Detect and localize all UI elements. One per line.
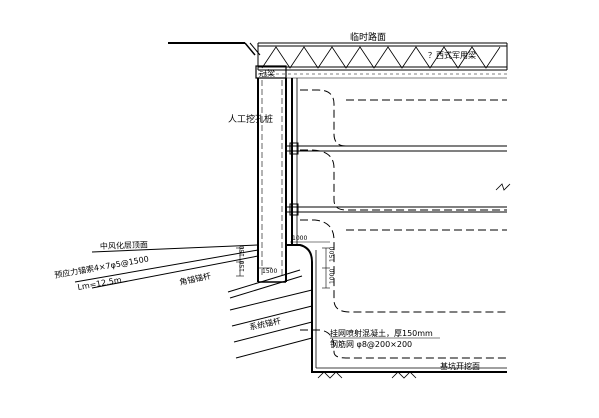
structure-outline-dashed [300, 89, 507, 359]
label-military-beam: ？西式军用梁 [428, 50, 476, 60]
prestressed-anchor-lines [74, 249, 259, 289]
ground-surface [168, 42, 261, 56]
angle-anchor-rod [227, 269, 303, 299]
label-crown-beam: 冠梁 [259, 69, 275, 78]
dim-1000-side: 1000 [329, 269, 336, 284]
label-manual-pile: 人工挖孔桩 [228, 113, 273, 125]
dim-1500-low: 1500 [262, 268, 277, 275]
break-mark-icon [495, 183, 511, 191]
dimension-marks [236, 241, 330, 289]
system-anchor-rods [229, 289, 313, 359]
horizontal-tie-rods [286, 142, 507, 216]
label-weathered-layer: 中风化层顶面 [100, 239, 148, 251]
label-pit-bottom: 基坑开挖面 [440, 361, 480, 371]
weathered-layer-line [91, 244, 259, 253]
label-mesh: 钢筋网 φ8@200×200 [330, 339, 412, 349]
dim-150-right: 150 [239, 260, 246, 272]
label-temporary-road: 临时路面 [350, 31, 386, 43]
military-truss-beam [258, 46, 507, 79]
label-angle-anchor: 角锚锚杆 [178, 271, 211, 287]
temporary-road-deck [257, 42, 508, 71]
dim-1500: 1500 [329, 247, 336, 262]
label-prestress-anchor: 预应力锚索4×7φ5@1500 [54, 254, 150, 280]
crown-beam [255, 65, 287, 79]
label-shotcrete: 挂网喷射混凝土，厚150mm [330, 328, 433, 338]
dim-1000-top: 1000 [292, 235, 307, 242]
manual-dug-pile [257, 78, 287, 283]
ground-hatch-icon [317, 371, 417, 379]
excavation-wall [291, 78, 298, 245]
dim-150-left: 150 [239, 245, 246, 257]
lower-excavation [286, 244, 507, 373]
